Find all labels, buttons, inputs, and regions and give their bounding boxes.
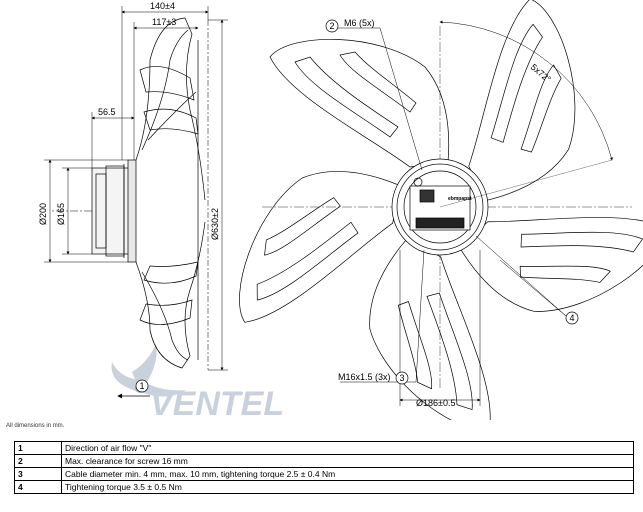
dim-cable-gland: M16x1.5 (3x) [338, 372, 391, 382]
callout-4-marker: 4 [565, 311, 579, 325]
airflow-direction-callout: 1 [117, 379, 150, 399]
callout-2: 2 [329, 21, 334, 31]
legend-number: 3 [14, 467, 62, 481]
dim-mount-screw: M6 (5x) [344, 18, 375, 28]
callout-3: 3 [399, 373, 404, 383]
legend-number: 4 [14, 480, 62, 494]
dim-dia-outer: Ø630±2 [210, 208, 220, 240]
watermark-text: VENTEL [150, 385, 284, 420]
side-view-dimensions [44, 6, 228, 371]
front-view-dimensions [330, 20, 613, 406]
legend-number: 1 [14, 441, 62, 455]
ventel-watermark: VENTEL [111, 344, 284, 420]
callout-3-marker: 3 [395, 371, 409, 385]
dim-dia-bolt-circle: Ø186±0.5 [416, 398, 455, 408]
callout-1: 1 [139, 381, 144, 391]
dim-width-overall: 140±4 [150, 1, 175, 11]
legend-text: Direction of air flow "V" [61, 441, 634, 455]
dim-dia-200: Ø200 [38, 203, 48, 225]
fan-blade [459, 217, 643, 312]
units-note: All dimensions in mm. [6, 423, 65, 429]
legend-text: Cable diameter min. 4 mm, max. 10 mm, ti… [61, 467, 634, 481]
fan-technical-drawing: VENTEL [38, 0, 643, 420]
dim-hub-offset: 56.5 [98, 107, 116, 117]
legend-text: Max. clearance for screw 16 mm [61, 454, 634, 468]
fan-blade [239, 171, 401, 323]
hub-brand-label: ebmpapst [448, 196, 472, 202]
fan-blade [269, 39, 450, 168]
fan-side-view [50, 17, 209, 370]
callout-4: 4 [569, 313, 574, 323]
callout-2-marker: 2 [325, 19, 339, 33]
legend-text: Tightening torque 3.5 ± 0.5 Nm [61, 480, 634, 494]
legend-number: 2 [14, 454, 62, 468]
dim-width-body: 117±3 [152, 17, 176, 27]
dim-dia-165: Ø165 [56, 203, 66, 225]
